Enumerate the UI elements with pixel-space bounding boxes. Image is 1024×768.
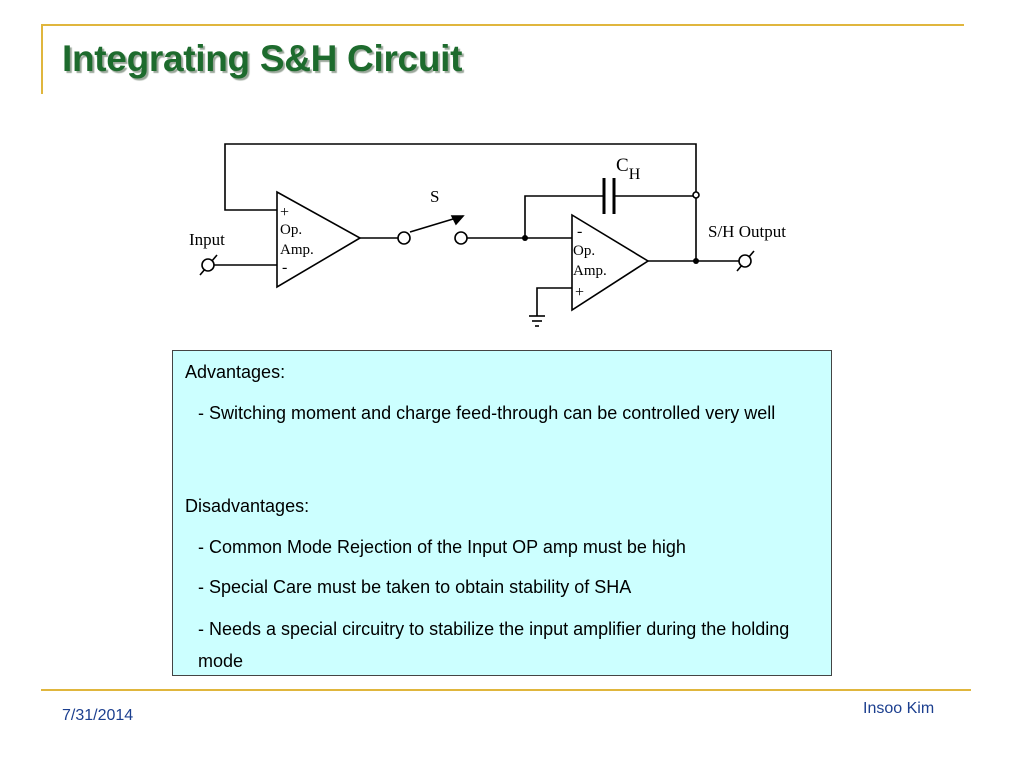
disadvantages-heading: Disadvantages: (185, 496, 310, 516)
switch-label: S (430, 187, 439, 206)
input-terminal (201, 258, 215, 272)
capacitor-left-wire (524, 195, 604, 238)
footer-rule (41, 689, 971, 691)
footer-author: Insoo Kim (863, 700, 935, 717)
title-rule-left (41, 24, 43, 94)
feedback-junction (692, 191, 700, 199)
ground-wire (536, 287, 572, 316)
disadvantage-item: - Special Care must be taken to obtain s… (198, 577, 632, 597)
amp1-minus-label: - (282, 259, 287, 276)
disadvantage-item: - Needs a special circuitry to stabilize… (198, 619, 790, 671)
output-label: S/H Output (708, 222, 786, 241)
switch-arrow (450, 215, 465, 226)
notes-box: Advantages: - Switching moment and charg… (172, 350, 832, 676)
amp1-name-line2: Amp. (280, 242, 314, 258)
advantage-item: - Switching moment and charge feed-throu… (198, 403, 776, 423)
op-amp-2 (571, 213, 650, 312)
capacitor-subscript: H (629, 166, 641, 183)
switch-contact-right (454, 231, 468, 245)
capacitor-label: CH (616, 155, 641, 183)
output-terminal (738, 254, 752, 268)
amp1-plus-label: + (280, 204, 289, 221)
amp2-name-line2: Amp. (573, 263, 607, 279)
advantages-heading: Advantages: (185, 362, 286, 382)
capacitor-letter: C (616, 155, 629, 176)
input-label: Input (189, 230, 225, 249)
amp2-minus-label: - (577, 223, 582, 240)
amp1-name-line1: Op. (280, 222, 302, 238)
feedback-wire (224, 143, 697, 211)
disadvantage-item: - Common Mode Rejection of the Input OP … (198, 537, 686, 557)
footer-date: 7/31/2014 (62, 707, 134, 724)
input-junction (522, 235, 528, 241)
output-junction (693, 258, 699, 264)
title-rule-top (41, 24, 964, 26)
switch-contact-left (397, 231, 411, 245)
op-amp-1 (276, 190, 362, 289)
amp2-name-line1: Op. (573, 243, 595, 259)
amp2-plus-label: + (575, 284, 584, 301)
sample-hold-circuit-diagram: Input S CH S/H Output + Op. Amp. - - Op.… (189, 143, 786, 327)
slide-title: Integrating S&H Circuit (62, 38, 463, 79)
